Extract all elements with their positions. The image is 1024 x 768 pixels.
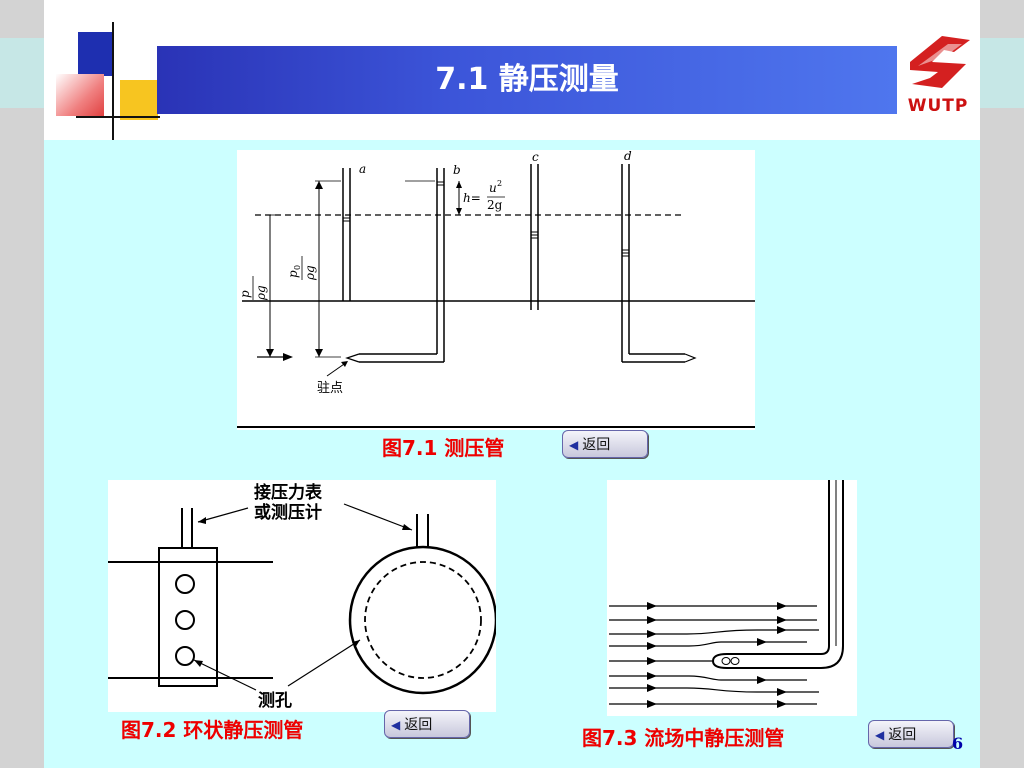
piezometer-diagram: a b c d h= u 2 2g p ρg p 0 ρg 驻点 — [237, 149, 755, 428]
connect-gauge-label-line2: 或测压计 — [254, 502, 322, 523]
back-button-label: 返回 — [582, 437, 611, 453]
p-fraction-denominator: ρg — [254, 285, 268, 301]
p0-fraction-sub: 0 — [293, 265, 302, 270]
left-gray-band — [0, 0, 44, 768]
deco-vertical-line — [112, 22, 114, 140]
back-button-fig3[interactable]: ◀返回 — [868, 720, 954, 748]
p0-fraction-numerator: p — [286, 270, 300, 278]
figure-7-3 — [607, 480, 857, 716]
deco-red-square — [56, 74, 104, 116]
right-gray-band — [980, 0, 1024, 768]
figure-7-3-caption: 图7.3 流场中静压测管 — [582, 726, 785, 750]
wutp-logo: WUTP — [896, 22, 980, 126]
tube-b-label: b — [453, 163, 461, 177]
measuring-hole-label: 测孔 — [258, 690, 292, 711]
h-denominator: 2g — [487, 198, 503, 212]
logo-text: WUTP — [907, 96, 969, 116]
back-button-fig2[interactable]: ◀返回 — [384, 710, 470, 738]
h-numerator-sup: 2 — [497, 179, 502, 188]
left-triangle-icon: ◀ — [391, 718, 401, 732]
deco-blue-square — [78, 32, 114, 76]
stagnation-point-label: 驻点 — [317, 381, 343, 396]
title-bar — [157, 46, 897, 114]
deco-yellow-square — [120, 80, 158, 120]
p-fraction-numerator: p — [238, 290, 252, 298]
wutp-logo-icon — [910, 36, 970, 88]
back-button-fig1[interactable]: ◀返回 — [562, 430, 648, 458]
h-label: h= — [463, 191, 481, 205]
figure-7-1-caption: 图7.1 测压管 — [382, 436, 505, 460]
deco-horizontal-line — [76, 116, 160, 118]
tube-c-label: c — [532, 150, 539, 164]
left-triangle-icon: ◀ — [569, 438, 579, 452]
tube-d-label: d — [624, 150, 632, 163]
left-triangle-icon: ◀ — [875, 728, 885, 742]
figure-7-1: a b c d h= u 2 2g p ρg p 0 ρg 驻点 — [237, 149, 755, 430]
back-button-label: 返回 — [404, 717, 433, 733]
connect-gauge-label-line1: 接压力表 — [254, 482, 323, 503]
p0-fraction-denominator: ρg — [303, 265, 317, 281]
annular-pressure-tube-diagram: 接压力表 或测压计 测孔 — [108, 482, 498, 711]
figure-7-2: 接压力表 或测压计 测孔 — [108, 480, 498, 712]
back-button-label: 返回 — [888, 727, 917, 743]
tube-a-label: a — [359, 162, 366, 176]
figure-7-2-caption: 图7.2 环状静压测管 — [121, 718, 304, 742]
h-numerator: u — [489, 181, 497, 195]
page-number: 6 — [952, 734, 964, 753]
static-tube-in-flow-diagram — [609, 480, 844, 708]
slide-title: 7.1 静压测量 — [435, 62, 619, 97]
